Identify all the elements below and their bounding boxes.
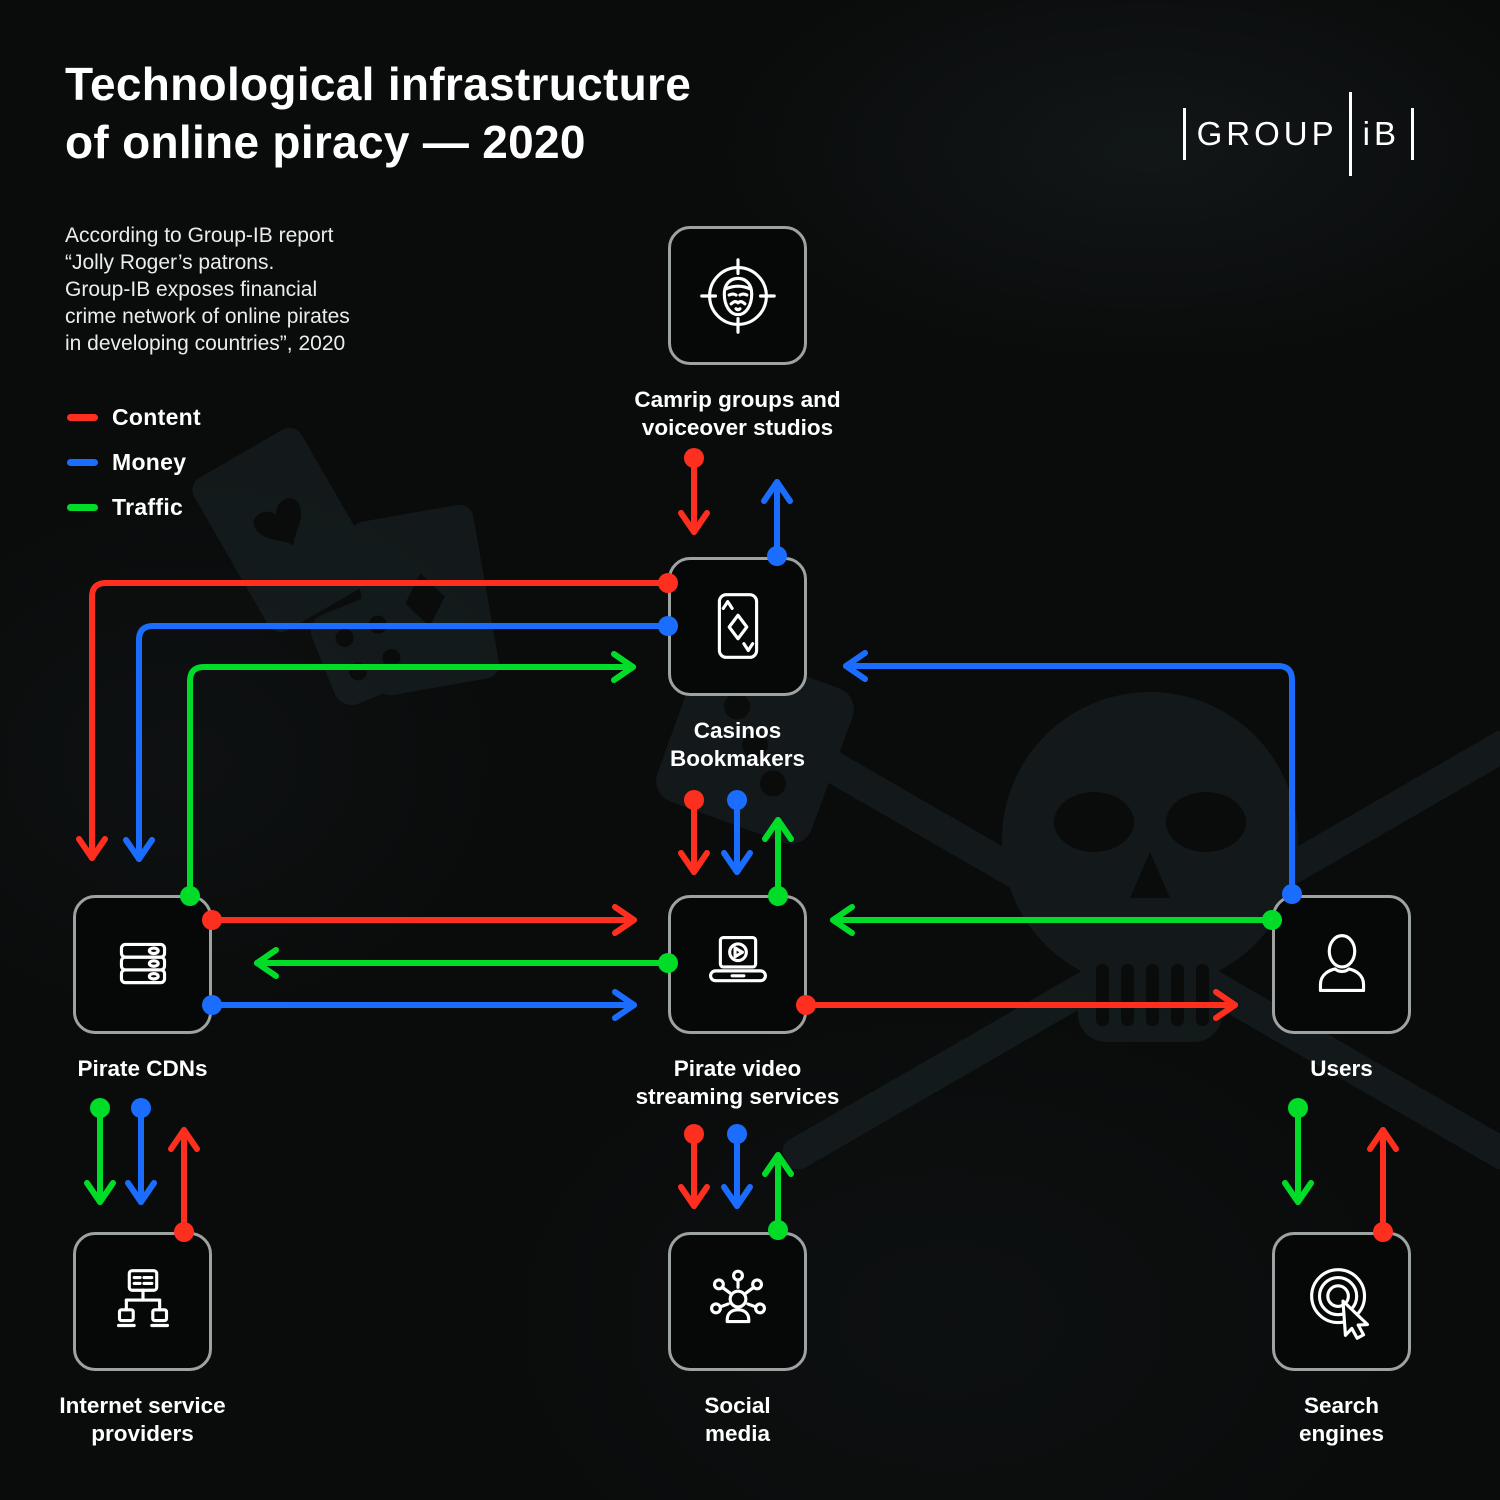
content-color-dash [67,414,98,421]
laptop-play-icon [708,935,767,982]
legend-item-money: Money [67,449,201,476]
server-stack-icon [119,942,166,984]
node-label-casinos: Casinos Bookmakers [669,718,806,771]
legend-item-content: Content [67,404,201,431]
traffic-color-dash [67,504,98,511]
legend-item-traffic: Traffic [67,494,201,521]
legend: Content Money Traffic [67,404,201,539]
group-ib-logo: GROUP iB [1182,92,1414,176]
search-target-icon [1309,1267,1369,1340]
node-label-users: Users [1310,1056,1373,1081]
node-pirate-cdns: Pirate CDNs [73,895,212,1081]
node-label-camrip: Camrip groups and voiceover studios [634,387,841,440]
page-title-line2: of online piracy — 2020 [65,116,586,168]
node-pirate-streaming: Pirate video streaming services [636,895,839,1109]
node-social-media: Social media [668,1232,807,1446]
node-casinos-bookmakers: Casinos Bookmakers [668,557,807,771]
logo-text-ib: iB [1362,115,1400,152]
node-label-streaming: Pirate video streaming services [635,1056,840,1109]
page-title-line1: Technological infrastructure [65,58,692,110]
mask-crosshair-icon [699,257,776,334]
money-color-dash [67,459,98,466]
playing-card-icon [717,592,758,659]
node-label-pirate-cdns: Pirate CDNs [77,1056,208,1081]
logo-bar-left [1182,108,1186,160]
node-label-social: Social media [704,1393,771,1446]
person-icon [1318,933,1365,992]
network-tree-icon [116,1268,169,1327]
node-search-engines: Search engines [1272,1232,1411,1446]
source-note: According to Group-IB report “Jolly Roge… [65,224,350,355]
node-camrip-groups: Camrip groups and voiceover studios [634,226,841,440]
logo-text-group: GROUP [1196,115,1338,152]
logo-bar-right [1411,108,1414,160]
logo-bar-middle [1348,92,1352,176]
social-network-icon [709,1269,766,1323]
node-isp: Internet service providers [59,1232,226,1446]
node-label-search: Search engines [1298,1393,1385,1446]
node-users: Users [1272,895,1411,1081]
node-label-isp: Internet service providers [59,1393,226,1446]
page-title: Technological infrastructure of online p… [65,55,691,171]
